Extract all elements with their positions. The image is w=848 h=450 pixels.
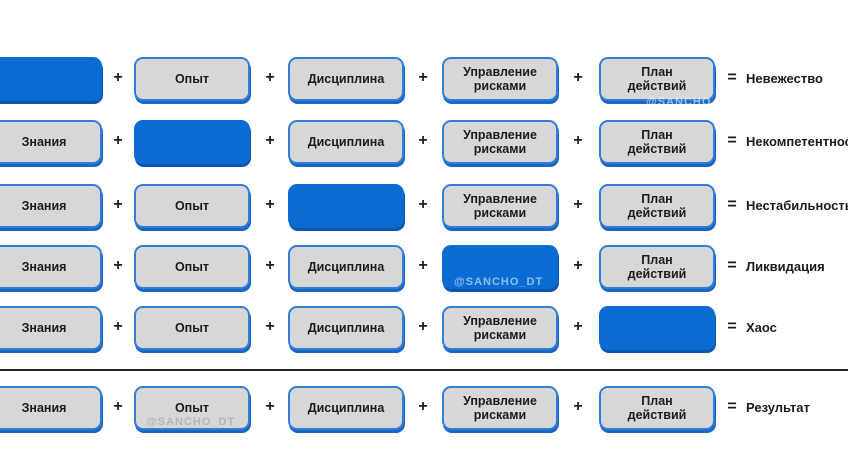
component-label: Знания [21,259,67,274]
component-box: Опыт [134,386,250,430]
component-label: Управление рисками [463,313,537,342]
plus-sign: + [113,398,123,415]
formula-row: Знания + Опыт + Дисциплина + + План действий = Ли… [0,245,848,295]
component-box: Управление рисками [442,306,558,350]
component-box: Опыт [134,184,250,228]
plus-sign: + [265,257,275,274]
component-box: План действий [599,120,715,164]
plus-sign: + [265,69,275,86]
component-label: План действий [627,64,687,93]
plus-sign: + [113,318,123,335]
component-box: Управление рисками [442,57,558,101]
component-box: Управление рисками [442,120,558,164]
plus-sign: + [418,318,428,335]
component-label: Опыт [174,198,210,213]
component-box: План действий [599,386,715,430]
component-box: План действий [599,184,715,228]
component-label: Опыт [174,71,210,86]
component-label: Управление рисками [463,127,537,156]
component-label: Опыт [174,400,210,415]
component-box: Знания [0,386,102,430]
component-label: Знания [21,320,67,335]
component-label: План действий [627,252,687,281]
missing-component-box [599,306,715,350]
component-label: Дисциплина [307,134,385,149]
component-box: Знания [0,245,102,289]
plus-sign: + [113,257,123,274]
result-label: Нестабильность [746,198,848,213]
plus-sign: + [573,69,583,86]
component-box: Дисциплина [288,120,404,164]
component-label: Дисциплина [307,259,385,274]
result-label: Некомпетентность [746,134,848,149]
formula-row: Знания + Опыт + + Управление рисками + План дей… [0,184,848,234]
missing-component-box [442,245,558,289]
component-box: План действий [599,57,715,101]
component-box: Знания [0,306,102,350]
component-label: Дисциплина [307,71,385,86]
plus-sign: + [418,257,428,274]
component-label: Дисциплина [307,400,385,415]
missing-component-box [134,120,250,164]
plus-sign: + [573,318,583,335]
component-label: Управление рисками [463,64,537,93]
plus-sign: + [113,132,123,149]
component-label: Опыт [174,320,210,335]
equals-sign: = [727,398,737,415]
plus-sign: + [265,196,275,213]
component-box: Управление рисками [442,184,558,228]
formula-row: + Опыт + Дисциплина + Управление рисками + План… [0,57,848,107]
component-label: Опыт [174,259,210,274]
component-box: Опыт [134,57,250,101]
equals-sign: = [727,196,737,213]
component-box: Дисциплина [288,57,404,101]
plus-sign: + [418,196,428,213]
equals-sign: = [727,318,737,335]
component-box: Опыт [134,306,250,350]
equals-sign: = [727,69,737,86]
plus-sign: + [418,398,428,415]
formula-row-final: Знания + Опыт + Дисциплина + Управление рискам… [0,386,848,436]
divider-line [0,369,848,371]
result-label: Невежество [746,71,823,86]
plus-sign: + [573,257,583,274]
component-box: Управление рисками [442,386,558,430]
missing-component-box [0,57,102,101]
formula-row: Знания + Опыт + Дисциплина + Управление рискам… [0,306,848,356]
component-label: Знания [21,134,67,149]
component-label: План действий [627,191,687,220]
component-box: Знания [0,184,102,228]
plus-sign: + [113,196,123,213]
component-label: Дисциплина [307,320,385,335]
plus-sign: + [265,398,275,415]
equals-sign: = [727,257,737,274]
component-box: Дисциплина [288,306,404,350]
component-label: План действий [627,393,687,422]
missing-component-box [288,184,404,228]
result-label: Ликвидация [746,259,825,274]
component-box: Знания [0,120,102,164]
component-label: Знания [21,198,67,213]
plus-sign: + [265,318,275,335]
plus-sign: + [573,398,583,415]
plus-sign: + [113,69,123,86]
component-label: Управление рисками [463,393,537,422]
component-box: План действий [599,245,715,289]
plus-sign: + [265,132,275,149]
plus-sign: + [418,69,428,86]
equals-sign: = [727,132,737,149]
result-label: Хаос [746,320,777,335]
plus-sign: + [418,132,428,149]
formula-row: Знания + + Дисциплина + Управление рисками + Пл… [0,120,848,170]
component-box: Опыт [134,245,250,289]
component-label: План действий [627,127,687,156]
plus-sign: + [573,196,583,213]
component-label: Знания [21,400,67,415]
component-box: Дисциплина [288,386,404,430]
component-box: Дисциплина [288,245,404,289]
plus-sign: + [573,132,583,149]
result-label: Результат [746,400,810,415]
component-label: Управление рисками [463,191,537,220]
